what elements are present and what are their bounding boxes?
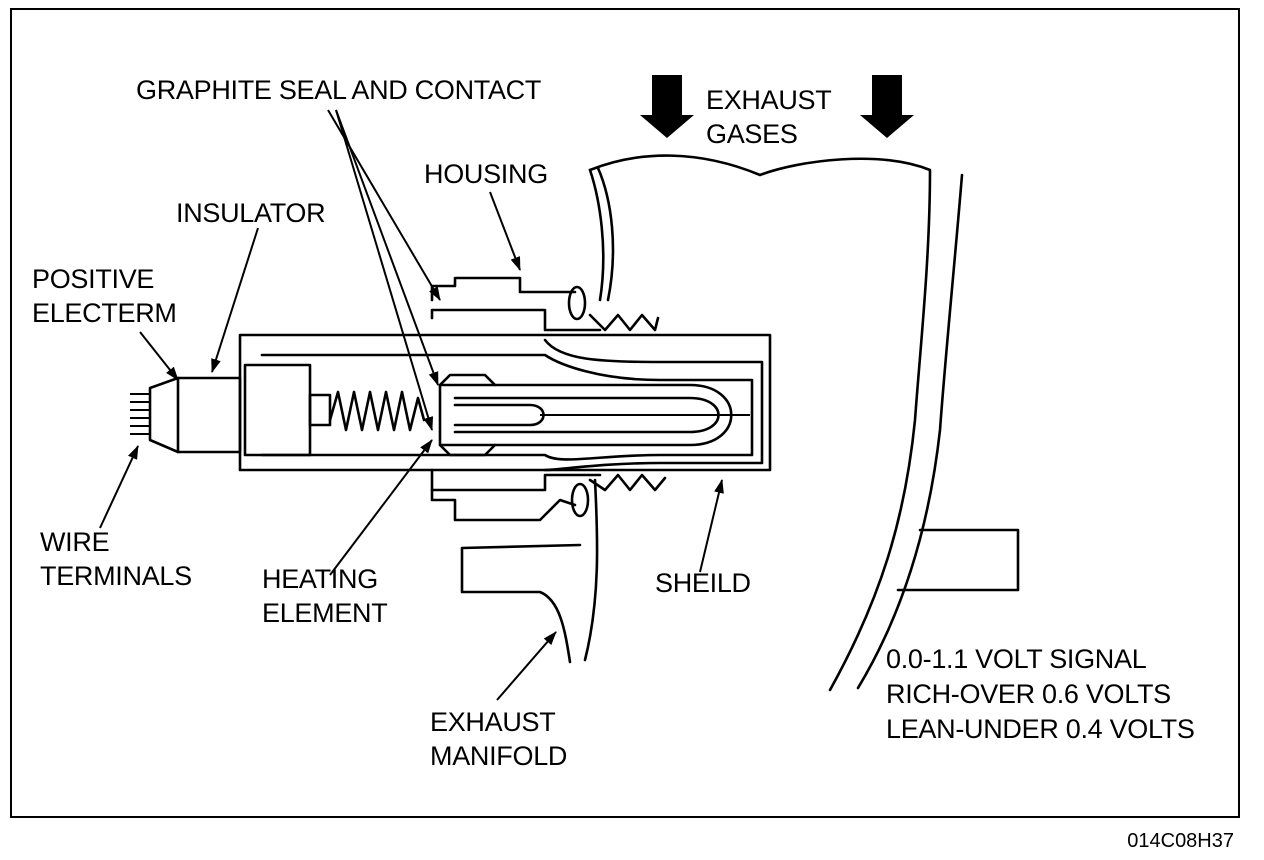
gasket-lower xyxy=(570,482,590,518)
label-exhaust-manifold-line-1: EXHAUST xyxy=(430,707,556,737)
leader-manifold xyxy=(496,631,557,701)
sensor-body-inner-top xyxy=(260,353,754,461)
sensing-element xyxy=(438,383,733,447)
figure-code: 014C08H37 xyxy=(1127,830,1234,852)
label-signal-range: 0.0-1.1 VOLT SIGNAL xyxy=(886,644,1147,674)
manifold-flange xyxy=(460,543,582,664)
leader-sheild xyxy=(699,479,724,573)
exhaust-pipe-upper-left-wall-2 xyxy=(596,166,615,302)
label-heating-element-line-2: ELEMENT xyxy=(262,598,388,628)
label-wire-terminals-line-2: TERMINALS xyxy=(40,561,192,591)
housing-lower xyxy=(430,468,577,522)
label-positive-line-2: ELECTERM xyxy=(32,298,177,328)
label-graphite-seal: GRAPHITE SEAL AND CONTACT xyxy=(136,75,542,105)
leader-heating xyxy=(329,439,433,576)
leader-insulator xyxy=(211,227,259,373)
leader-graphite-2 xyxy=(335,109,439,386)
sensing-element-core xyxy=(453,403,545,427)
thread-upper xyxy=(588,313,660,332)
connector-stub xyxy=(308,393,332,427)
exhaust-pipe-upper-left-wall xyxy=(588,168,605,302)
exhaust-flow-arrow-left xyxy=(640,75,694,138)
label-heating-element-line-1: HEATING xyxy=(262,564,378,594)
insulator-block xyxy=(243,363,312,457)
label-housing: HOUSING xyxy=(424,159,548,189)
contact-cap-lower xyxy=(438,443,497,457)
leader-wire xyxy=(99,445,139,529)
label-wire-terminals-line-1: WIRE xyxy=(40,527,110,557)
diagram-frame xyxy=(10,8,1240,818)
exhaust-flow-arrow-right xyxy=(860,75,914,138)
heating-coil xyxy=(328,390,426,432)
label-signal-lean: LEAN-UNDER 0.4 VOLTS xyxy=(886,714,1195,744)
sheild-tip-outer xyxy=(543,338,764,472)
exhaust-pipe-outer-wall xyxy=(588,154,932,692)
exhaust-pipe-inner-wall xyxy=(856,173,964,690)
label-signal-rich: RICH-OVER 0.6 VOLTS xyxy=(886,679,1171,709)
label-positive-line-1: POSITIVE xyxy=(32,264,155,294)
label-exhaust-manifold-line-2: MANIFOLD xyxy=(430,741,568,771)
pipe-bracket xyxy=(896,528,1020,592)
gasket-upper xyxy=(567,285,587,321)
housing-upper xyxy=(430,276,577,302)
leader-graphite-1 xyxy=(327,109,441,301)
housing-upper-body xyxy=(430,308,602,332)
terminal-insulator xyxy=(176,376,242,454)
leader-housing xyxy=(489,191,521,271)
label-insulator: INSULATOR xyxy=(176,198,326,228)
terminal-cap xyxy=(148,376,180,454)
manifold-wall xyxy=(583,478,599,662)
leader-graphite-3 xyxy=(335,109,434,431)
label-exhaust-gases-line-1: EXHAUST xyxy=(706,85,832,115)
housing-lower-body xyxy=(430,473,602,492)
leader-positive xyxy=(139,331,179,381)
label-exhaust-gases-line-2: GASES xyxy=(706,119,798,149)
contact-cap xyxy=(438,373,497,387)
label-sheild: SHEILD xyxy=(655,568,751,598)
thread-lower xyxy=(588,473,667,492)
